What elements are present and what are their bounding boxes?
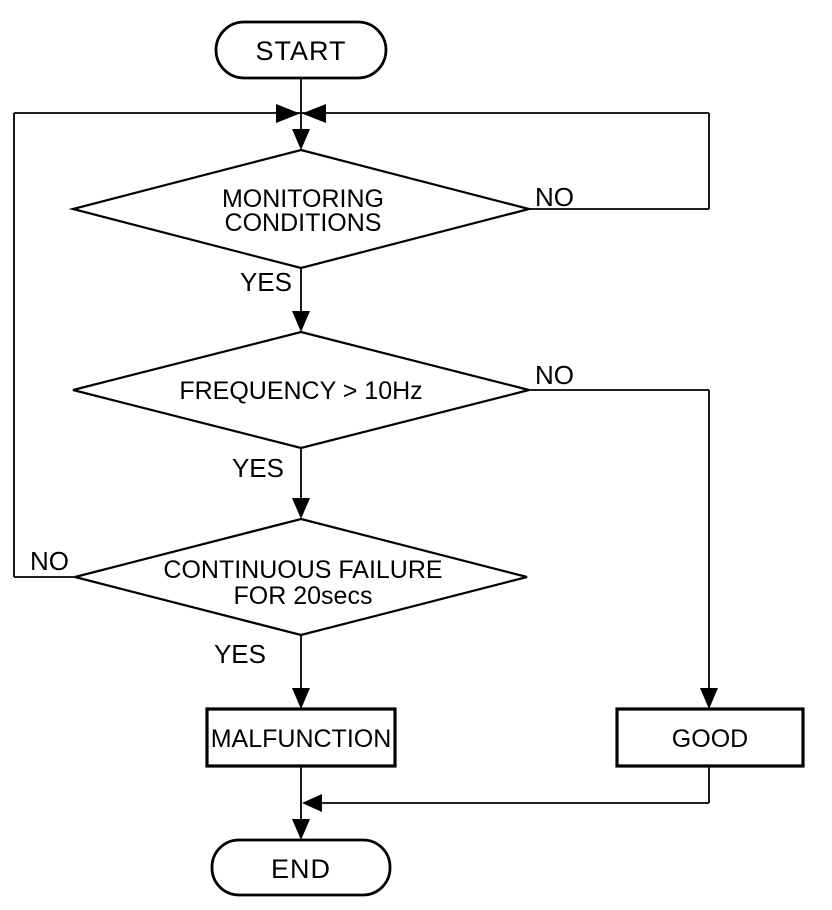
arrowhead-left-icon bbox=[302, 104, 326, 123]
frequency-yes-label: YES bbox=[232, 453, 284, 483]
start-terminator-shape bbox=[214, 20, 388, 80]
continuous-decision-shape bbox=[74, 517, 528, 637]
frequency-label: FREQUENCY > 10Hz bbox=[179, 377, 422, 405]
node-frequency: FREQUENCY > 10Hz bbox=[72, 330, 530, 450]
edge-junction-to-monitoring bbox=[292, 129, 310, 150]
node-monitoring-conditions: MONITORING CONDITIONS bbox=[68, 148, 534, 270]
continuous-label-line2: FOR 20secs bbox=[234, 582, 373, 610]
edge-monitoring-yes bbox=[292, 268, 310, 332]
continuous-yes-label: YES bbox=[214, 639, 266, 669]
edge-frequency-no bbox=[529, 389, 718, 709]
node-end: END bbox=[210, 838, 392, 897]
continuous-no-label: NO bbox=[30, 546, 69, 576]
malfunction-label: MALFUNCTION bbox=[211, 725, 392, 753]
arrowhead-down-icon bbox=[700, 688, 718, 709]
top-loop bbox=[13, 104, 710, 578]
start-label: START bbox=[255, 36, 346, 66]
malfunction-process-shape bbox=[205, 707, 397, 768]
frequency-decision-shape bbox=[72, 330, 530, 450]
arrowhead-down-icon bbox=[292, 819, 310, 840]
node-continuous-failure: CONTINUOUS FAILURE FOR 20secs bbox=[74, 517, 528, 637]
edge-frequency-yes bbox=[292, 448, 310, 519]
arrowhead-down-icon bbox=[292, 311, 310, 332]
monitoring-decision-shape bbox=[68, 148, 534, 270]
frequency-no-label: NO bbox=[535, 360, 574, 390]
node-start: START bbox=[214, 20, 388, 80]
arrowhead-down-icon bbox=[292, 129, 310, 150]
edge-good-to-end bbox=[302, 766, 710, 812]
node-good: GOOD bbox=[615, 707, 805, 768]
continuous-label-line1: CONTINUOUS FAILURE bbox=[163, 556, 442, 584]
arrowhead-right-icon bbox=[276, 104, 300, 123]
arrowhead-left-icon bbox=[302, 794, 322, 812]
edge-continuous-yes bbox=[292, 635, 310, 709]
good-process-shape bbox=[615, 707, 805, 768]
arrowhead-down-icon bbox=[292, 688, 310, 709]
monitoring-no-label: NO bbox=[535, 182, 574, 212]
arrowhead-down-icon bbox=[292, 498, 310, 519]
monitoring-label-line2: CONDITIONS bbox=[225, 209, 382, 237]
end-terminator-shape bbox=[210, 838, 392, 897]
monitoring-label-line1: MONITORING bbox=[222, 185, 384, 213]
node-malfunction: MALFUNCTION bbox=[205, 707, 397, 768]
end-label: END bbox=[271, 854, 331, 884]
edge-malfunction-to-end bbox=[292, 766, 310, 840]
monitoring-yes-label: YES bbox=[240, 267, 292, 297]
good-label: GOOD bbox=[672, 725, 748, 753]
